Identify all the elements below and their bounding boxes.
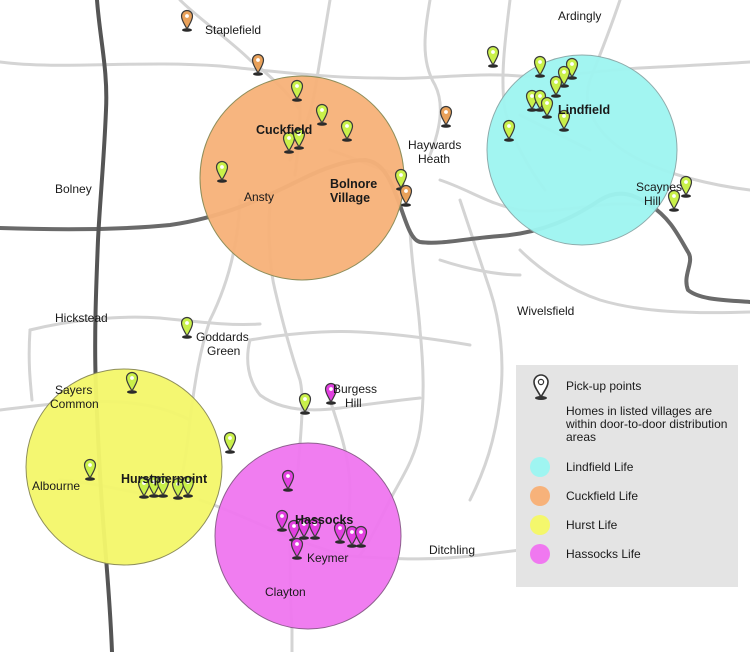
label-cuckfield: Cuckfield [256,123,313,137]
legend: Pick-up points Homes in listed villages … [516,365,738,587]
pickup-pin-icon [290,79,304,102]
pickup-pin-icon [486,45,500,68]
pickup-pin-icon [340,119,354,142]
hassocks-swatch [530,544,550,564]
legend-row-cuckfield: Cuckfield Life [516,486,738,508]
label-goddards-2: Green [207,344,241,358]
pickup-pin-icon [345,525,359,548]
pickup-pin-icon [297,517,311,540]
label-scaynes-1: Scaynes [636,180,683,194]
label-hickstead: Hickstead [55,311,108,325]
pickup-pin-icon [282,131,296,154]
pickup-pin-icon [275,509,289,532]
legend-note: Homes in listed villages are within door… [566,404,728,444]
pickup-pin-icon [324,382,338,405]
label-ansty: Ansty [244,190,275,204]
pickup-pin-icon [298,392,312,415]
pickup-pin-icon [181,475,195,498]
label-burgess-1: Burgess [333,382,378,396]
pickup-pin-icon [549,75,563,98]
pickup-pin-icon [308,517,322,540]
label-bolnore-2: Village [330,191,371,205]
label-scaynes-2: Hill [644,194,661,208]
pickup-pin-icon [171,477,185,500]
legend-lindfield-label: Lindfield Life [566,460,634,474]
pickup-pin-icon [540,96,554,119]
pickup-pin-icon [315,103,329,126]
legend-hurst-label: Hurst Life [566,518,618,532]
pickup-pin-icon [223,431,237,454]
label-goddards-1: Goddards [196,330,249,344]
pickup-pin-icon [439,105,453,128]
label-bolney: Bolney [55,182,92,196]
pickup-pin-icon [180,316,194,339]
label-staplefield: Staplefield [205,23,262,37]
label-keymer: Keymer [307,551,349,565]
pickup-pin-icon [137,476,151,499]
legend-row-pickup: Pick-up points [516,373,738,401]
pickup-pin-icon [180,9,194,32]
pickup-pin-icon [147,475,161,498]
lindfield-area [486,54,678,246]
pickup-pin-icon [333,521,347,544]
legend-row-hurst: Hurst Life [516,515,738,537]
legend-row-note: Homes in listed villages are within door… [516,405,738,447]
label-sayers-2: Common [50,397,99,411]
pickup-pin-icon [281,469,295,492]
pickup-pin-icon [502,119,516,142]
pickup-pin-icon [83,458,97,481]
pickup-pin-icon [533,55,547,78]
label-hassocks: Hassocks [295,513,354,527]
label-clayton: Clayton [265,585,306,599]
pickup-pin-icon [557,65,571,88]
legend-hassocks-label: Hassocks Life [566,547,641,561]
label-hurstpierpoint: Hurstpierpoint [121,472,208,486]
pickup-pin-icon [354,525,368,548]
pickup-pin-icon [292,127,306,150]
lindfield-swatch [530,457,550,477]
legend-row-hassocks: Hassocks Life [516,544,738,566]
hurst-swatch [530,515,550,535]
label-bolnore-1: Bolnore [330,177,378,191]
hurst-area [25,368,223,566]
pickup-pins [83,9,693,560]
label-lindfield: Lindfield [558,103,611,117]
cuckfield-swatch [530,486,550,506]
pickup-pin-icon [557,109,571,132]
legend-row-lindfield: Lindfield Life [516,457,738,479]
pickup-pin-icon [399,184,413,207]
pickup-pin-icon [667,189,681,212]
label-haywards-heath-2: Heath [418,152,451,166]
label-ditchling: Ditchling [429,543,476,557]
label-albourne: Albourne [32,479,81,493]
label-haywards-heath-1: Haywards [408,138,462,152]
legend-pickup-label: Pick-up points [566,379,642,393]
pickup-pin-icon [215,160,229,183]
hassocks-area [214,442,402,630]
label-ardingly: Ardingly [558,9,602,23]
legend-cuckfield-label: Cuckfield Life [566,489,639,503]
label-burgess-2: Hill [345,396,362,410]
pickup-pin-icon [679,175,693,198]
pickup-pin-icon [290,537,304,560]
pickup-pin-icon [125,371,139,394]
pickup-pin-icon [565,57,579,80]
pickup-pin-icon [156,475,170,498]
label-sayers-1: Sayers [55,383,93,397]
pickup-pin-icon [251,53,265,76]
label-wivelsfield: Wivelsfield [517,304,575,318]
pickup-pin-icon [533,374,549,400]
